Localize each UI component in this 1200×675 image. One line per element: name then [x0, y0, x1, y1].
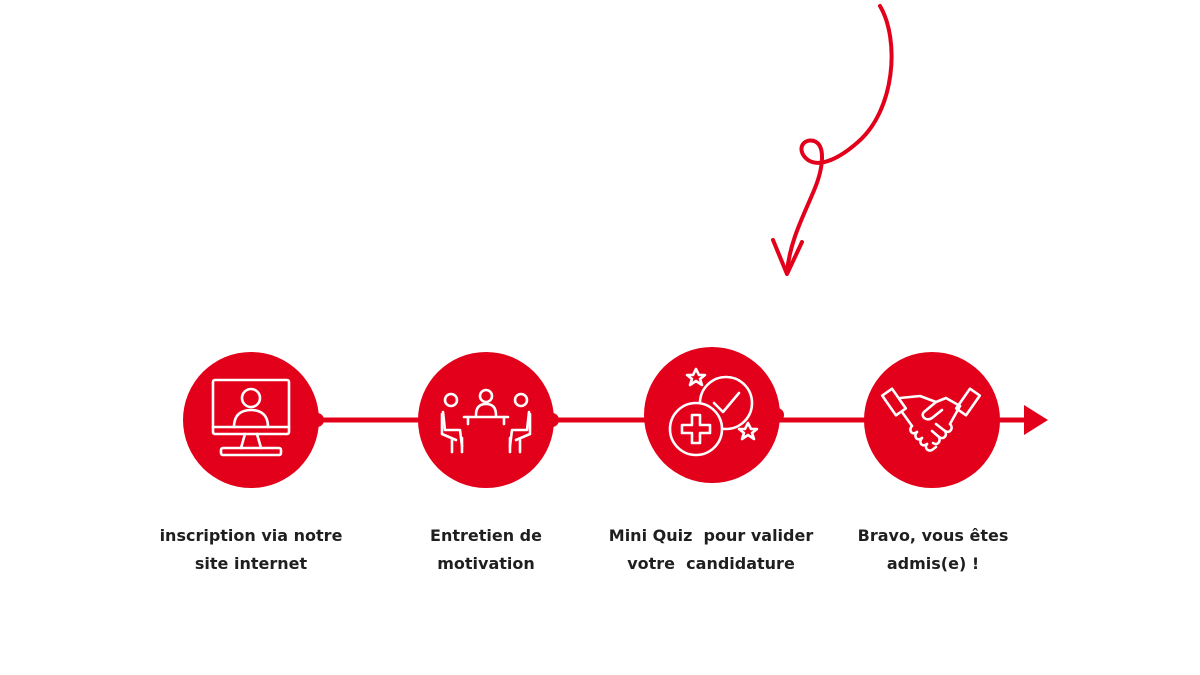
step-2-label: Entretien de motivation [366, 522, 606, 578]
step-1 [183, 352, 319, 488]
meeting-icon [440, 388, 532, 454]
step-1-label-line1: inscription via notre [159, 526, 343, 545]
step-4-label: Bravo, vous êtes admis(e) ! [813, 522, 1053, 578]
timeline-arrow-head [1024, 405, 1048, 435]
step-3-label: Mini Quiz pour valider votre candidature [591, 522, 831, 578]
step-2-label-line1: Entretien de [430, 526, 542, 545]
step-1-label: inscription via notre site internet [131, 522, 371, 578]
step-4-label-line2: admis(e) ! [886, 554, 980, 573]
quiz-check-cross-icon [668, 367, 759, 457]
step-1-label-line2: site internet [194, 554, 308, 573]
step-3-label-line2: votre candidature [627, 554, 795, 573]
curly-arrow [771, 4, 894, 276]
step-2 [418, 352, 554, 488]
handshake-icon [880, 387, 982, 452]
step-3 [644, 347, 780, 483]
step-4-label-line1: Bravo, vous êtes [857, 526, 1009, 545]
step-3-label-line1: Mini Quiz pour valider [608, 526, 814, 545]
curly-arrow-line [785, 4, 894, 274]
step-circle [183, 352, 319, 488]
computer-user-icon [211, 378, 291, 457]
curly-arrow-head [771, 238, 804, 276]
step-circle [418, 352, 554, 488]
step-4 [864, 352, 1000, 488]
step-circle [864, 352, 1000, 488]
step-2-label-line2: motivation [437, 554, 535, 573]
